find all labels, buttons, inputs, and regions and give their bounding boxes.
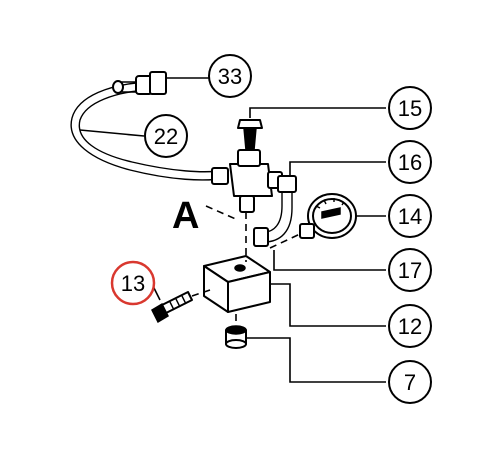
- section-label-a: A: [172, 195, 199, 237]
- pressure-gauge: [299, 193, 357, 239]
- assembly-lines: [191, 205, 301, 326]
- valve-body: [229, 119, 283, 213]
- callout-label: 15: [398, 96, 422, 121]
- callout-label: 33: [218, 64, 242, 89]
- callout-label: 16: [398, 150, 422, 175]
- hose-valve-fitting: [211, 167, 229, 185]
- bolt: [151, 291, 193, 324]
- elbow-fitting: [277, 175, 297, 193]
- callout-label: 17: [398, 258, 422, 283]
- callout-17: 17: [388, 248, 432, 292]
- callout-22: 22: [144, 114, 188, 158]
- manifold-block: [203, 255, 271, 313]
- hose-assembly: [70, 71, 229, 185]
- callout-12: 12: [388, 304, 432, 348]
- bushing: [225, 325, 247, 349]
- callout-14: 14: [388, 194, 432, 238]
- callout-16: 16: [388, 140, 432, 184]
- callout-label: 14: [398, 204, 422, 229]
- callout-7: 7: [388, 360, 432, 404]
- callout-label: 22: [154, 124, 178, 149]
- valve-stem: [243, 127, 257, 151]
- callout-label: 13: [121, 271, 145, 296]
- callout-label: 7: [404, 370, 416, 395]
- callout-13: 13: [110, 260, 156, 306]
- valve-handle: [237, 119, 263, 129]
- callout-33: 33: [208, 54, 252, 98]
- callout-label: 12: [398, 314, 422, 339]
- elbow-tube: [253, 175, 297, 247]
- hose-coupler: [149, 71, 167, 95]
- leader-lines: [79, 77, 386, 383]
- callout-15: 15: [388, 86, 432, 130]
- hose-clamp: [112, 80, 124, 94]
